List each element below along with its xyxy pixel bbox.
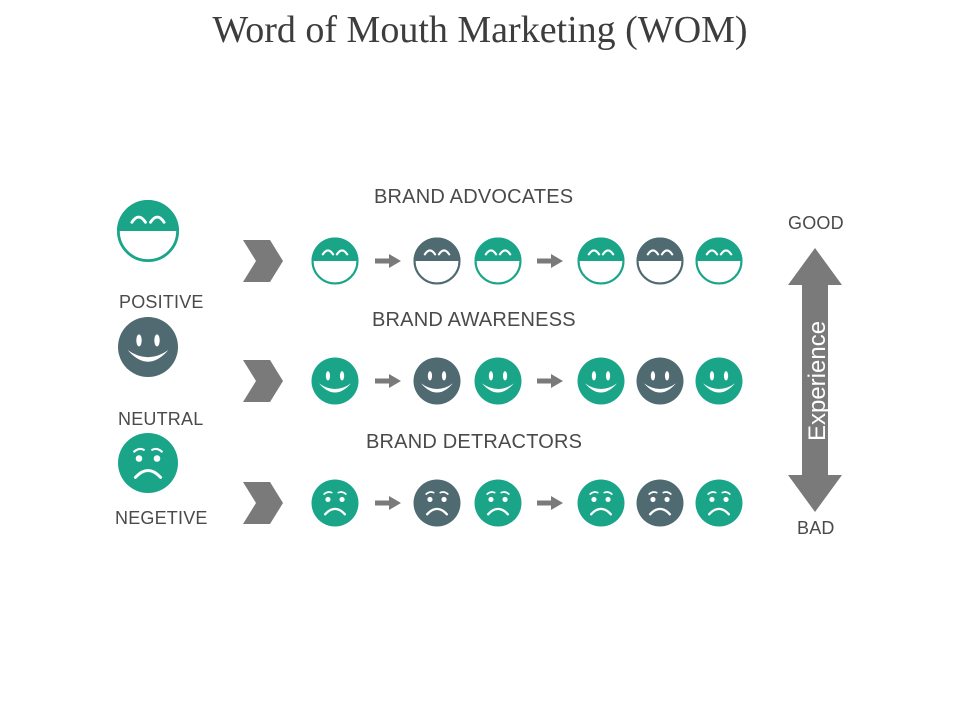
legend-negative-face-icon xyxy=(118,433,178,493)
experience-scale-arrow: Experience xyxy=(788,248,842,512)
legend-negative-label: NEGETIVE xyxy=(115,508,208,528)
legend-positive-label: POSITIVE xyxy=(119,292,204,312)
sad-face-icon xyxy=(695,479,743,527)
sad-face-icon xyxy=(413,479,461,527)
scale-good-label: GOOD xyxy=(788,213,844,233)
page-title: Word of Mouth Marketing (WOM) xyxy=(212,9,748,51)
row-chevron-icon xyxy=(243,482,283,524)
sad-face-icon xyxy=(311,479,359,527)
sad-face-icon xyxy=(577,479,625,527)
laughing-face-icon xyxy=(636,237,684,285)
laughing-face-icon xyxy=(695,237,743,285)
flow-arrow-icon xyxy=(537,496,563,510)
row-detractors xyxy=(243,479,743,527)
scale-double-arrow-icon xyxy=(788,248,842,512)
row-title-awareness: BRAND AWARENESS xyxy=(372,309,576,331)
legend-neutral-label: NEUTRAL xyxy=(118,409,204,429)
flow-arrow-icon xyxy=(537,254,563,268)
smiley-face-icon xyxy=(474,357,522,405)
legend-neutral-face-icon xyxy=(118,317,178,377)
smiley-face-icon xyxy=(311,357,359,405)
laughing-face-icon xyxy=(311,237,359,285)
scale-axis-label: Experience xyxy=(804,321,831,441)
flow-arrow-icon xyxy=(375,496,401,510)
sad-face-icon xyxy=(636,479,684,527)
row-chevron-icon xyxy=(243,240,283,282)
smiley-face-icon xyxy=(636,357,684,405)
legend-positive-face-icon xyxy=(117,200,180,263)
row-chevron-icon xyxy=(243,360,283,402)
row-advocates xyxy=(243,237,743,285)
flow-arrow-icon xyxy=(537,374,563,388)
smiley-face-icon xyxy=(413,357,461,405)
smiley-face-icon xyxy=(577,357,625,405)
flow-arrow-icon xyxy=(375,374,401,388)
laughing-face-icon xyxy=(474,237,522,285)
sad-face-icon xyxy=(474,479,522,527)
laughing-face-icon xyxy=(413,237,461,285)
row-title-advocates: BRAND ADVOCATES xyxy=(374,186,574,208)
scale-bad-label: BAD xyxy=(797,518,835,538)
flow-arrow-icon xyxy=(375,254,401,268)
smiley-face-icon xyxy=(695,357,743,405)
row-title-detractors: BRAND DETRACTORS xyxy=(366,431,583,453)
row-awareness xyxy=(243,357,743,405)
laughing-face-icon xyxy=(577,237,625,285)
